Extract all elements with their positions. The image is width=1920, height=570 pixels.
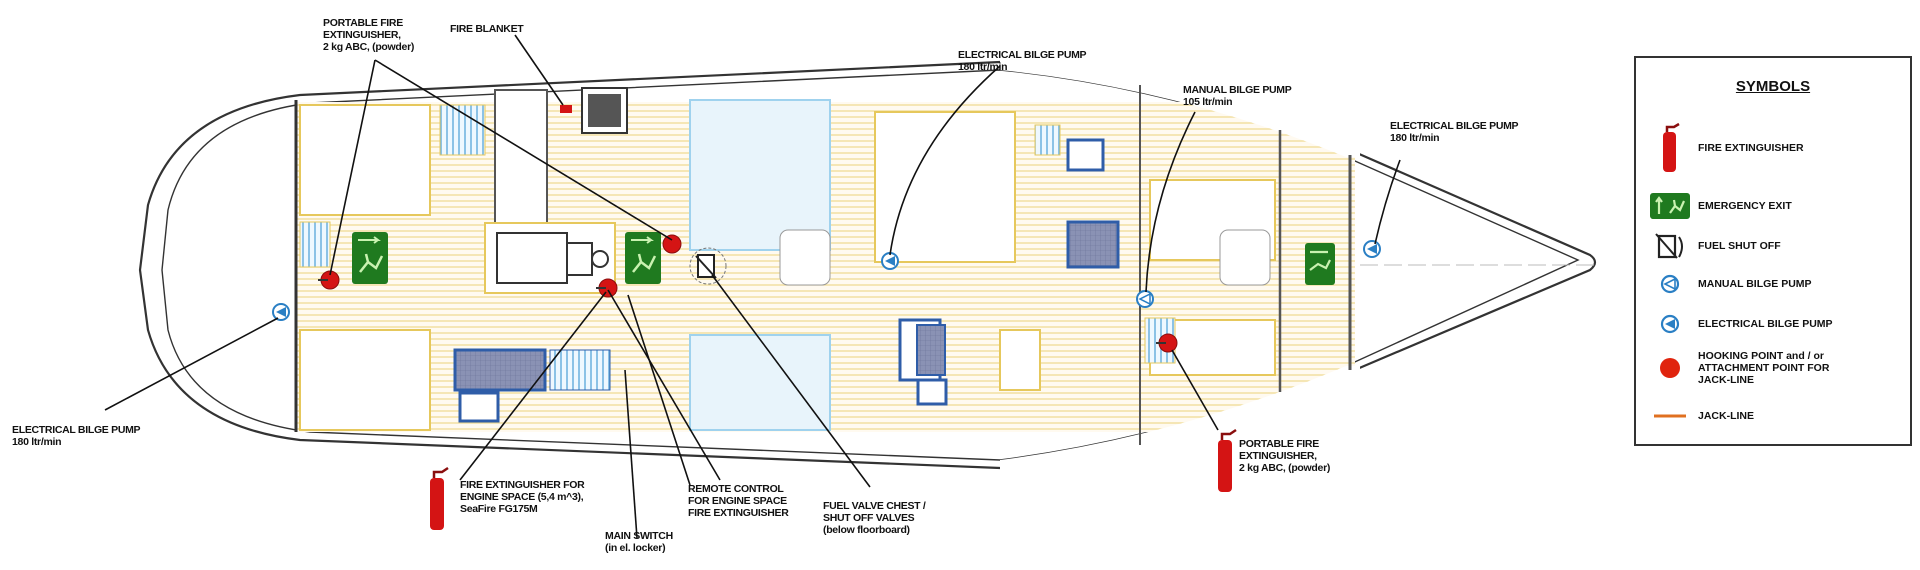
fire-extinguisher-icon: [430, 466, 449, 530]
manual-bilge-pump-icon: [1136, 290, 1154, 308]
hooking-point-icon: [1156, 333, 1178, 353]
hooking-point-icon: [662, 234, 682, 254]
legend-item-manual-bilge-pump: MANUAL BILGE PUMP: [1648, 264, 1812, 304]
electrical-bilge-pump-icon: [272, 303, 290, 321]
legend-item-emergency-exit: EMERGENCY EXIT: [1648, 186, 1792, 226]
label-electrical-bilge-pump-bow: ELECTRICAL BILGE PUMP 180 ltr/min: [1390, 120, 1519, 144]
legend-label: EMERGENCY EXIT: [1698, 200, 1792, 212]
electrical-bilge-pump-icon: [1363, 240, 1381, 258]
hooking-point-icon: [1648, 348, 1692, 388]
emergency-exit-icon: [1648, 186, 1692, 226]
interior-layout: [294, 60, 1600, 470]
label-electrical-bilge-pump-stern: ELECTRICAL BILGE PUMP 180 ltr/min: [12, 424, 141, 448]
leader-lines: [104, 34, 1401, 539]
fire-extinguisher-icon: [1218, 428, 1237, 492]
legend-item-jack-line: JACK-LINE: [1648, 396, 1754, 436]
legend-item-fire-extinguisher: FIRE EXTINGUISHER: [1648, 122, 1804, 172]
legend-label: HOOKING POINT and / or ATTACHMENT POINT …: [1698, 350, 1830, 386]
legend-label: JACK-LINE: [1698, 410, 1755, 422]
label-fuel-valve-chest: FUEL VALVE CHEST / SHUT OFF VALVES (belo…: [823, 500, 926, 536]
symbols-legend: SYMBOLS FIRE EXTINGUISHER EMERGENCY EXIT…: [1634, 56, 1912, 446]
emergency-exit-icon: [625, 232, 661, 284]
legend-label: MANUAL BILGE PUMP: [1698, 278, 1812, 290]
legend-label: ELECTRICAL BILGE PUMP: [1698, 318, 1833, 330]
jack-line-icon: [1648, 396, 1692, 436]
legend-item-electrical-bilge-pump: ELECTRICAL BILGE PUMP: [1648, 304, 1833, 344]
hooking-point-icon: [318, 270, 340, 290]
fire-extinguisher-icon: [1648, 122, 1692, 172]
label-remote-control: REMOTE CONTROL FOR ENGINE SPACE FIRE EXT…: [688, 483, 789, 519]
legend-title: SYMBOLS: [1735, 78, 1811, 95]
emergency-exit-icon: [1305, 243, 1335, 285]
legend-item-fuel-shut-off: FUEL SHUT OFF: [1648, 226, 1781, 266]
electrical-bilge-pump-icon: [881, 252, 899, 270]
fire-blanket-marker: [560, 105, 572, 113]
fuel-shut-off-icon: [1648, 226, 1692, 266]
legend-label: FIRE EXTINGUISHER: [1698, 142, 1804, 154]
fuel-shut-off-icon: [689, 247, 727, 285]
label-fire-blanket: FIRE BLANKET: [450, 23, 524, 35]
legend-label: FUEL SHUT OFF: [1698, 240, 1781, 252]
label-portable-extinguisher-forward: PORTABLE FIRE EXTINGUISHER, 2 kg ABC, (p…: [323, 17, 415, 53]
electrical-bilge-pump-icon: [1648, 304, 1692, 344]
legend-item-hooking-point: HOOKING POINT and / or ATTACHMENT POINT …: [1648, 348, 1829, 388]
manual-bilge-pump-icon: [1648, 264, 1692, 304]
label-manual-bilge-pump: MANUAL BILGE PUMP 105 ltr/min: [1183, 84, 1292, 108]
label-main-switch: MAIN SWITCH (in el. locker): [605, 530, 673, 554]
label-engine-space-extinguisher: FIRE EXTINGUISHER FOR ENGINE SPACE (5,4 …: [460, 479, 585, 515]
hooking-point-icon: [596, 278, 618, 298]
emergency-exit-icon: [352, 232, 388, 284]
label-portable-extinguisher-aft: PORTABLE FIRE EXTINGUISHER, 2 kg ABC, (p…: [1239, 438, 1331, 474]
label-electrical-bilge-pump-mid: ELECTRICAL BILGE PUMP 180 ltr/min: [958, 49, 1087, 73]
